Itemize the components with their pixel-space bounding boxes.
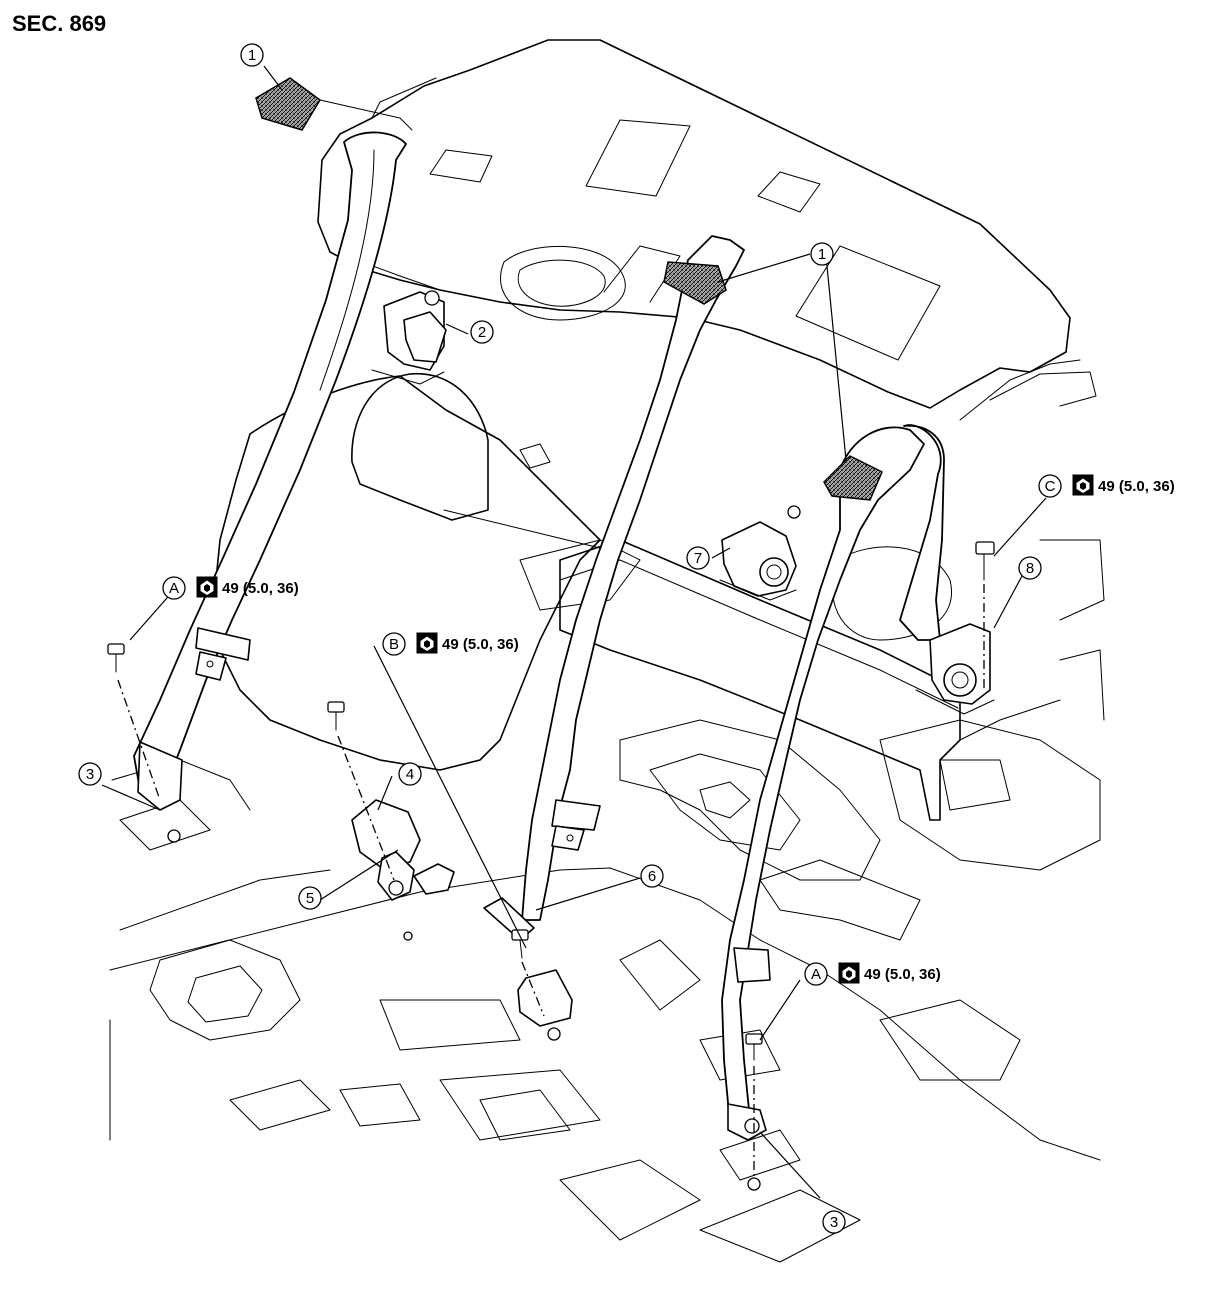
belt-guide-part-1-detached bbox=[255, 77, 413, 131]
torque-spec-b: B 49 (5.0, 36) bbox=[382, 632, 519, 656]
callout-7: 7 bbox=[686, 546, 710, 570]
svg-text:49 (5.0, 36): 49 (5.0, 36) bbox=[1098, 478, 1175, 495]
svg-text:49 (5.0, 36): 49 (5.0, 36) bbox=[442, 636, 519, 653]
section-title: SEC. 869 bbox=[12, 11, 106, 36]
svg-text:3: 3 bbox=[830, 1214, 838, 1231]
torque-wrench-icon bbox=[196, 576, 218, 598]
svg-text:B: B bbox=[389, 636, 399, 653]
callout-leaders bbox=[101, 65, 1047, 1199]
svg-text:7: 7 bbox=[694, 550, 702, 567]
svg-text:1: 1 bbox=[248, 47, 256, 64]
retractor-part-2 bbox=[371, 290, 447, 385]
svg-text:A: A bbox=[169, 580, 179, 597]
floor-pan bbox=[109, 246, 1105, 1263]
svg-text:8: 8 bbox=[1026, 560, 1034, 577]
torque-wrench-icon bbox=[838, 962, 860, 984]
torque-spec-a-left: A 49 (5.0, 36) bbox=[162, 576, 299, 600]
callout-1-center: 1 bbox=[810, 242, 834, 266]
callout-1-top: 1 bbox=[240, 43, 264, 67]
svg-text:49 (5.0, 36): 49 (5.0, 36) bbox=[222, 580, 299, 597]
callout-3-left: 3 bbox=[78, 762, 102, 786]
callout-8: 8 bbox=[1018, 556, 1042, 580]
svg-text:2: 2 bbox=[478, 324, 486, 341]
center-seat-belt bbox=[483, 235, 745, 1041]
callout-3-right: 3 bbox=[822, 1210, 846, 1234]
svg-text:1: 1 bbox=[818, 246, 826, 263]
svg-text:3: 3 bbox=[86, 766, 94, 783]
buckle-assembly bbox=[351, 799, 455, 941]
svg-text:49 (5.0, 36): 49 (5.0, 36) bbox=[864, 966, 941, 983]
bolts bbox=[107, 541, 995, 1191]
torque-spec-a-right: A 49 (5.0, 36) bbox=[804, 962, 941, 986]
torque-spec-c: C 49 (5.0, 36) bbox=[1038, 474, 1175, 498]
torque-wrench-icon bbox=[1072, 474, 1094, 496]
svg-text:4: 4 bbox=[406, 766, 414, 783]
torque-wrench-icon bbox=[416, 632, 438, 654]
callout-2: 2 bbox=[470, 320, 494, 344]
svg-text:A: A bbox=[811, 966, 821, 983]
svg-text:5: 5 bbox=[306, 890, 314, 907]
right-seat-belt bbox=[721, 424, 945, 1141]
callout-4: 4 bbox=[398, 762, 422, 786]
retractor-part-8 bbox=[915, 623, 995, 715]
callout-6: 6 bbox=[640, 864, 664, 888]
svg-text:6: 6 bbox=[648, 868, 656, 885]
retractor-part-7 bbox=[719, 505, 801, 601]
left-seat-belt bbox=[133, 131, 407, 811]
callout-5: 5 bbox=[298, 886, 322, 910]
svg-text:C: C bbox=[1045, 478, 1056, 495]
